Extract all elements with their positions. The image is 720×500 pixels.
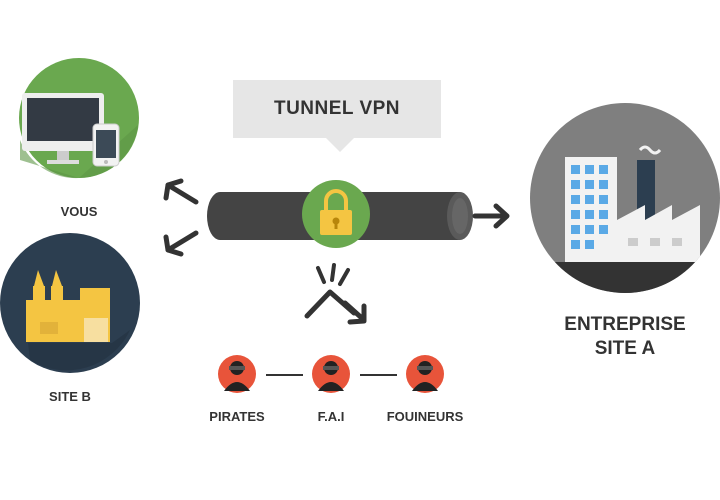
vous-label: VOUS (60, 204, 98, 219)
factory-icon (26, 270, 110, 342)
arrow-right-icon (472, 203, 510, 229)
tunnel-callout-title: TUNNEL VPN (273, 98, 401, 119)
fai-label: F.A.I (317, 409, 345, 424)
factory-chimney-icon (617, 145, 700, 262)
arrow-down-left-icon (163, 230, 199, 257)
site-b-node (0, 233, 140, 373)
entreprise-node (530, 103, 720, 293)
isp-avatar-icon (312, 355, 350, 393)
snooper-avatar-icon (406, 355, 444, 393)
entreprise-label-line1: ENTREPRISE (564, 314, 686, 335)
site-b-label: SITE B (49, 389, 91, 404)
phone-icon (92, 123, 120, 167)
pirate-avatar-icon (218, 355, 256, 393)
arrow-up-left-icon (163, 178, 199, 205)
computer-icon (22, 93, 104, 164)
breach-arrow-icon (304, 263, 367, 325)
entreprise-label-line2: SITE A (594, 338, 656, 359)
office-building-icon (565, 157, 617, 262)
pirates-label: PIRATES (209, 409, 265, 424)
tunnel-callout-tail (326, 138, 354, 152)
lock-node (302, 180, 370, 248)
tunnel-callout-box (233, 80, 441, 138)
fouineurs-label: FOUINEURS (386, 409, 464, 424)
vous-node (19, 58, 139, 179)
padlock-icon (320, 189, 352, 235)
